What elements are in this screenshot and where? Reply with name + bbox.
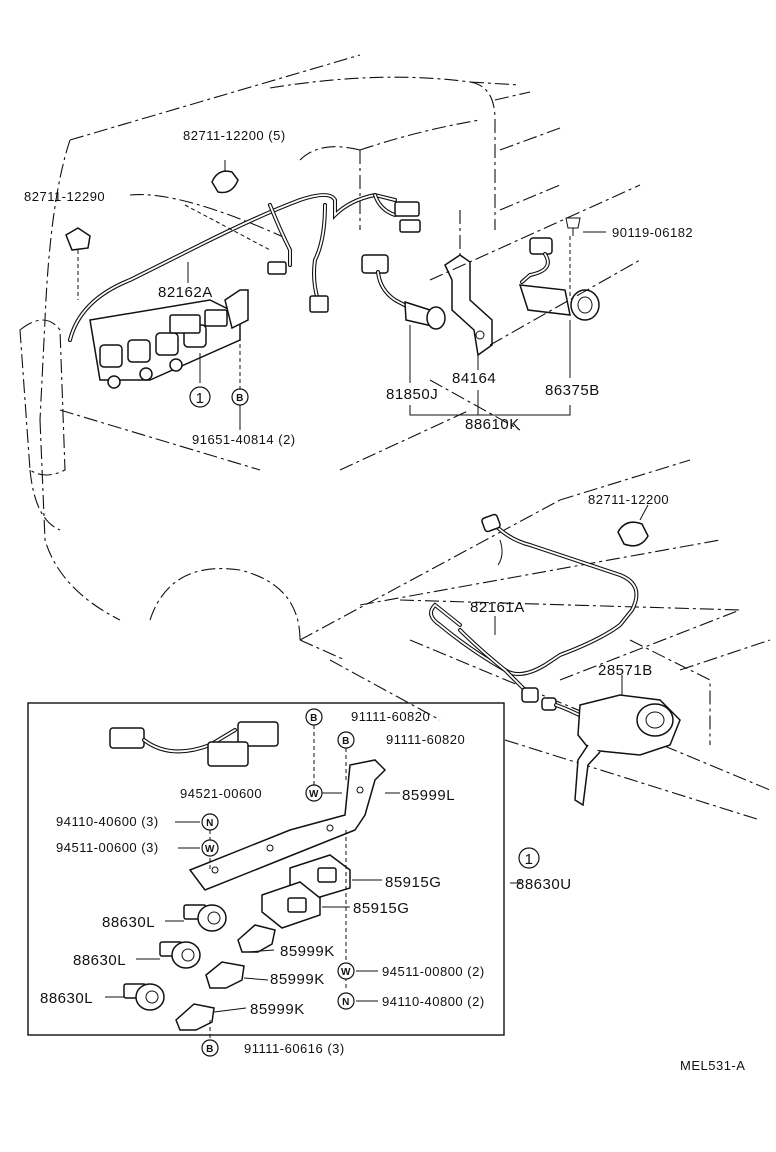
label-actuator: 28571B <box>598 662 653 679</box>
label-relay-g1: 85915G <box>385 874 441 891</box>
label-bolt-616: 91111-60616 (3) <box>244 1041 345 1056</box>
label-clamp-right: 82711-12200 <box>588 492 669 507</box>
label-harness-a: 82162A <box>158 284 213 301</box>
bolt-symbol-main: B <box>231 388 249 406</box>
relay-block-assembly <box>89 289 249 389</box>
label-bracket: 84164 <box>452 370 496 387</box>
bolt-symbol-3: B <box>201 1039 219 1057</box>
washer-symbol-1: W <box>305 784 323 802</box>
clip-85999k-2 <box>205 961 245 989</box>
svg-text:N: N <box>206 818 214 829</box>
svg-text:B: B <box>206 1044 214 1055</box>
label-washer-800: 94511-00800 (2) <box>382 964 485 979</box>
svg-text:W: W <box>205 844 215 855</box>
label-relay-l3: 88630L <box>40 990 93 1007</box>
label-screw-right: 90119-06182 <box>612 225 693 240</box>
bolt-symbol-2: B <box>337 731 355 749</box>
relay-88630l-1 <box>183 904 227 932</box>
label-clip-k2: 85999K <box>270 971 325 988</box>
label-relay-l2: 88630L <box>73 952 126 969</box>
part-labels: 82711-12200 (5) 82711-12290 82162A 91651… <box>24 128 745 1073</box>
relay-85915g-lower <box>261 881 321 929</box>
clip-85999k-1 <box>237 924 276 953</box>
relay-harness-detail <box>109 721 279 767</box>
label-harness-rear: 82161A <box>470 599 525 616</box>
bolt-symbol-1: B <box>305 708 323 726</box>
relay-88630l-3 <box>123 983 165 1011</box>
switch-86375b <box>518 217 600 321</box>
clamp-left <box>65 227 91 300</box>
label-bolt-b1: 91111-60820 <box>351 709 430 724</box>
label-bolt-qty: 91651-40814 (2) <box>192 432 296 447</box>
callout-circle-detail: 1 <box>518 847 540 869</box>
bracket-84164 <box>444 210 493 357</box>
svg-text:B: B <box>342 736 350 747</box>
clamp-right <box>617 521 649 547</box>
label-sensor-j: 81850J <box>386 386 438 403</box>
label-nut-n: 94110-40600 (3) <box>56 814 159 829</box>
label-assembly-k: 88610K <box>465 416 520 433</box>
callout-number-main: 1 <box>196 390 205 407</box>
label-clip-k3: 85999K <box>250 1001 305 1018</box>
washer-symbol-3: W <box>337 962 355 980</box>
wire-harness-82162a <box>68 192 421 342</box>
label-clamp-left: 82711-12290 <box>24 189 105 204</box>
svg-text:W: W <box>309 789 319 800</box>
label-washer-w2: 94511-00600 (3) <box>56 840 159 855</box>
washer-symbol-2: W <box>201 839 219 857</box>
svg-text:W: W <box>341 967 351 978</box>
label-bolt-b2: 91111-60820 <box>386 732 465 747</box>
svg-text:B: B <box>310 713 318 724</box>
clamp-top <box>211 160 239 194</box>
nut-symbol-1: N <box>201 813 219 831</box>
label-nut-800: 94110-40800 (2) <box>382 994 485 1009</box>
label-clamp-top: 82711-12200 (5) <box>183 128 286 143</box>
sensor-81850j <box>361 254 446 330</box>
label-washer-w: 94521-00600 <box>180 786 262 801</box>
label-relay-g2: 85915G <box>353 900 409 917</box>
wire-harness-82161a <box>429 513 639 720</box>
actuator-28571b <box>574 675 681 807</box>
svg-text:B: B <box>236 393 244 404</box>
svg-text:N: N <box>342 997 350 1008</box>
clip-85999k-3 <box>175 1003 215 1031</box>
label-bracket-l: 85999L <box>402 787 455 804</box>
callout-circle-main: 1 <box>189 386 211 408</box>
vehicle-cab-outline <box>19 54 771 821</box>
label-switch-b: 86375B <box>545 382 600 399</box>
label-assembly-u: 88630U <box>516 876 572 893</box>
label-clip-k1: 85999K <box>280 943 335 960</box>
relay-88630l-2 <box>159 941 201 969</box>
diagram-code: MEL531-A <box>680 1058 745 1073</box>
nut-symbol-2: N <box>337 992 355 1010</box>
label-relay-l1: 88630L <box>102 914 155 931</box>
bracket-85999l <box>188 759 387 891</box>
detail-box <box>27 702 505 1036</box>
callout-number-detail: 1 <box>525 851 534 868</box>
